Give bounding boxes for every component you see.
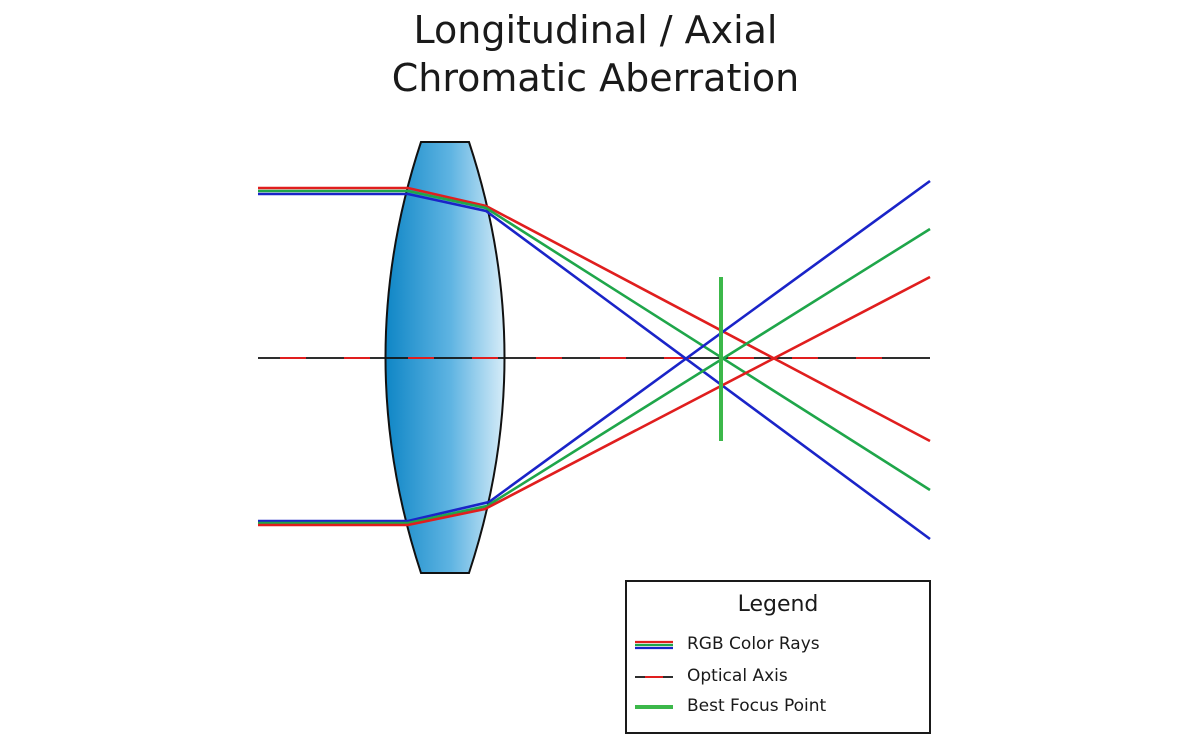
- legend-title: Legend: [737, 592, 819, 617]
- rgb-rays-icon: [635, 637, 673, 651]
- ray-blue-bottom: [258, 179, 931, 523]
- title-line-2: Chromatic Aberration: [391, 56, 800, 100]
- title-line-1: Longitudinal / Axial: [413, 8, 778, 52]
- diagram-title: Longitudinal / Axial Chromatic Aberratio…: [0, 6, 1191, 102]
- ray-red-bottom: [258, 275, 931, 527]
- ray-red-top: [258, 186, 931, 443]
- optical-axis-icon: [635, 669, 673, 683]
- legend-item-rgb-rays: RGB Color Rays: [635, 632, 820, 656]
- focus-point-icon: [635, 699, 673, 713]
- legend-label-optical-axis: Optical Axis: [687, 666, 788, 686]
- ray-green-bottom: [258, 227, 931, 525]
- ray-blue-top: [258, 192, 931, 541]
- ray-green-top: [258, 189, 931, 492]
- legend-box: Legend RGB Color Rays Optical Axis Best …: [625, 580, 931, 734]
- legend-item-optical-axis: Optical Axis: [635, 664, 788, 688]
- legend-label-rgb-rays: RGB Color Rays: [687, 634, 820, 654]
- legend-label-best-focus: Best Focus Point: [687, 696, 827, 716]
- legend-item-best-focus: Best Focus Point: [635, 694, 826, 718]
